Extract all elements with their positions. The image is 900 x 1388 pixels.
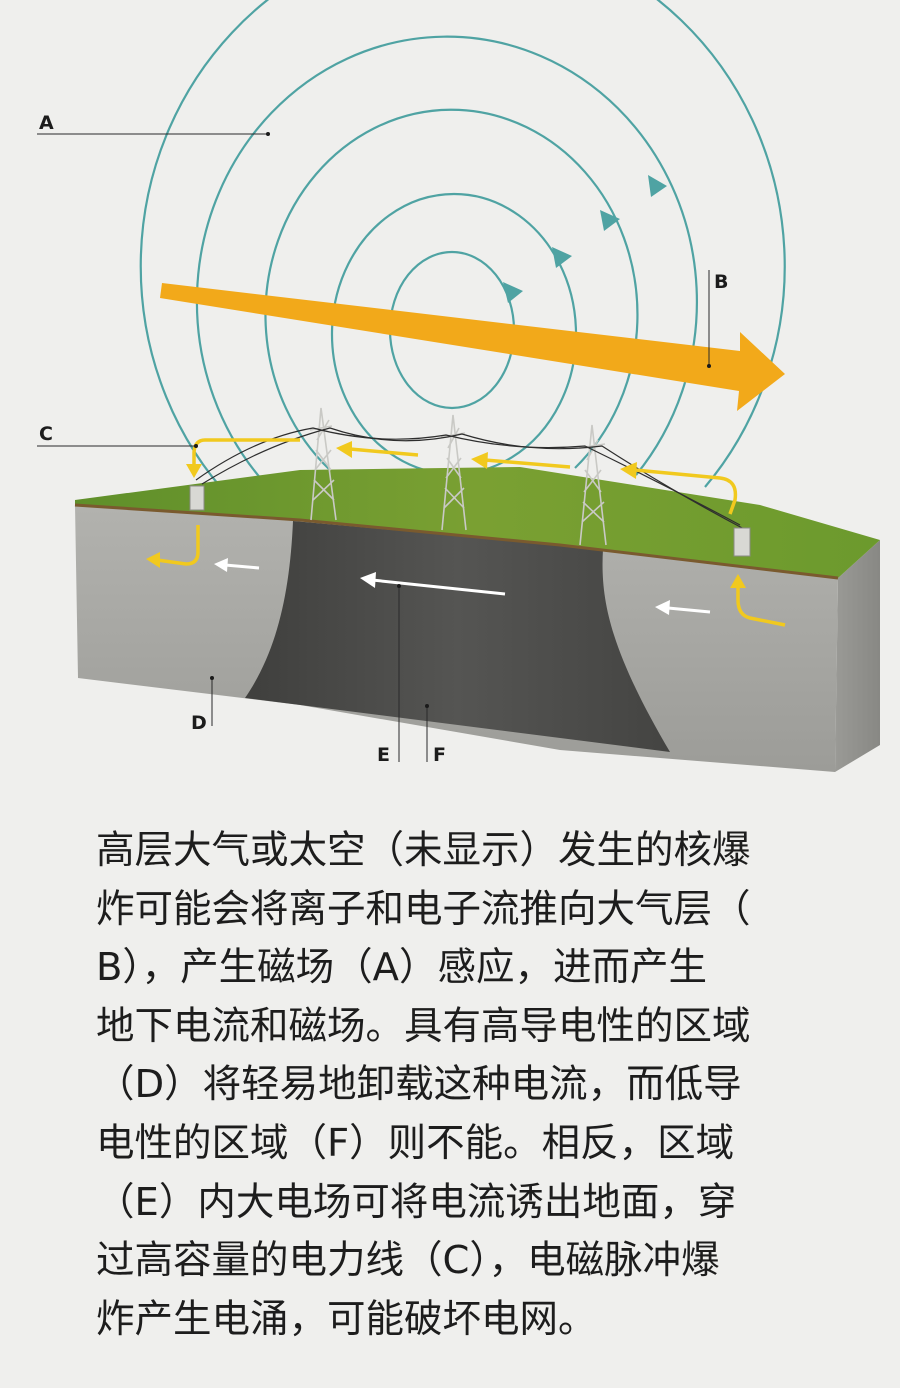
tower-1 <box>309 407 337 521</box>
label-d: D <box>191 712 207 734</box>
substations <box>189 485 751 557</box>
induced-current-arrows <box>156 438 786 627</box>
ground-current-arrowheads <box>214 558 670 615</box>
emp-diagram <box>37 0 880 772</box>
caption-line-6: 电性的区域（F）则不能。相反，区域 <box>96 1120 735 1166</box>
leader-dots <box>194 132 711 708</box>
caption-line-4: 地下电流和磁场。具有高导电性的区域 <box>96 1003 751 1049</box>
caption: 高层大气或太空（未显示）发生的核爆 炸可能会将离子和电子流推向大气层（ B），产… <box>96 822 836 1349</box>
label-e: E <box>377 744 390 766</box>
label-b: B <box>714 271 729 293</box>
low-conductivity-region <box>245 521 670 752</box>
particle-stream-arrow <box>160 283 785 411</box>
ground-side-face <box>835 540 880 772</box>
label-c: C <box>39 423 53 445</box>
label-f: F <box>433 744 446 766</box>
field-direction-arrows <box>503 175 667 303</box>
field-line-3 <box>264 108 639 471</box>
label-a: A <box>39 112 54 134</box>
caption-line-1: 高层大气或太空（未显示）发生的核爆 <box>96 828 751 873</box>
power-towers <box>309 407 607 546</box>
magnetic-field-lines <box>139 0 786 501</box>
caption-line-5: （D）将轻易地卸载这种电流，而低导 <box>96 1062 742 1108</box>
caption-line-3: B），产生磁场（A）感应，进而产生 <box>96 945 708 991</box>
ground-block <box>74 467 880 772</box>
tower-2 <box>440 414 467 531</box>
induced-current-arrowheads <box>146 441 746 588</box>
field-line-2 <box>330 192 578 476</box>
caption-line-8: 过高容量的电力线（C），电磁脉冲爆 <box>96 1238 720 1284</box>
leader-lines <box>37 133 710 762</box>
caption-line-7: （E）内大电场可将电流诱出地面，穿 <box>96 1179 737 1225</box>
caption-line-2: 炸可能会将离子和电子流推向大气层（ <box>96 886 751 932</box>
ground-current-arrows <box>224 563 711 614</box>
substation-right <box>733 527 751 557</box>
grass-surface <box>75 467 880 578</box>
field-line-5 <box>139 0 786 501</box>
caption-line-9: 炸产生电涌，可能破坏电网。 <box>96 1296 597 1342</box>
substation-left <box>189 485 205 511</box>
